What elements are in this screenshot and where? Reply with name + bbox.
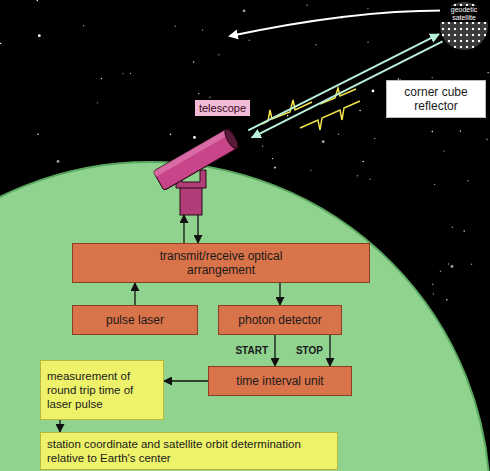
signal-arrow [183,215,184,243]
node-text: corner cube reflector [393,85,479,113]
process-box: photon detector [218,305,342,335]
node-text: pulse laser [106,313,164,327]
laser-pulses [262,88,360,130]
node-text: measurement of round trip time of laser … [47,369,157,411]
earth [0,162,490,471]
node-text: photon detector [238,313,321,327]
satellite-circle: geodetic satellite [440,2,488,50]
process-box: pulse laser [72,305,198,335]
telescope-drawing [153,127,240,215]
signal-label: START [233,345,270,357]
reflector-box: corner cube reflector [386,80,486,118]
signal-arrow [134,283,135,305]
signal-arrow [274,335,275,366]
signal-arrow [279,283,280,305]
signal-arrow [329,335,330,366]
signal-label: STOP [294,345,325,357]
node-text: telescope [195,100,250,116]
signal-arrow [59,420,60,432]
node-text: station coordinate and satellite orbit d… [47,437,331,465]
signal-arrow [197,215,198,243]
signal-arrow [164,380,208,381]
node-text: time interval unit [236,374,323,388]
node-text: geodetic satellite [440,6,488,22]
process-box: time interval unit [208,366,352,396]
result-box: measurement of round trip time of laser … [40,360,164,420]
stars [0,0,489,322]
process-box: transmit/receive optical arrangement [72,243,370,283]
telescope-label: telescope [140,100,250,215]
node-text: transmit/receive optical arrangement [146,249,296,277]
result-box: station coordinate and satellite orbit d… [40,432,338,470]
